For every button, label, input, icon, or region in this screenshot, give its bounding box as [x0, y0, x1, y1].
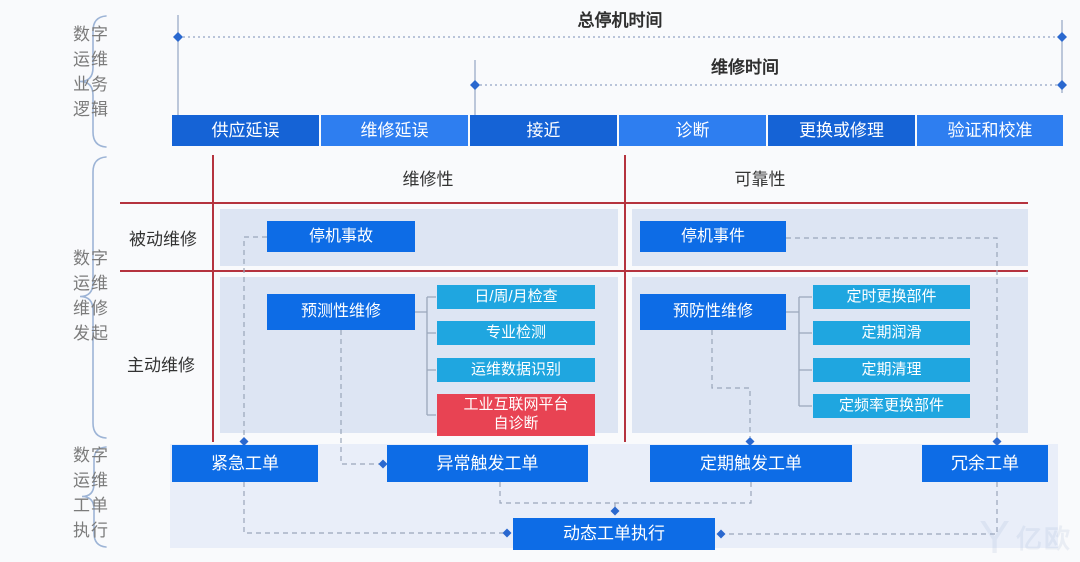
row-label-passive-maintenance: 被动维修	[129, 229, 197, 249]
node-urgent-work-order: 紧急工单	[172, 445, 318, 482]
node-ops-data-recognition: 运维数据识别	[437, 358, 595, 382]
brace-work-order-execution	[81, 446, 107, 548]
node-periodic-trigger-work-order: 定期触发工单	[650, 445, 852, 482]
predictive-tree-connector	[415, 296, 436, 416]
row-label-active-maintenance: 主动维修	[127, 355, 195, 375]
phase-approach: 接近	[470, 115, 617, 146]
brace-repair-initiation	[79, 156, 107, 439]
watermark-text: 亿欧	[1015, 524, 1072, 554]
brace-business-logic	[79, 15, 107, 148]
node-dynamic-work-order-execution: 动态工单执行	[513, 518, 715, 550]
phase-diagnosis: 诊断	[619, 115, 766, 146]
node-periodic-cleaning: 定期清理	[813, 358, 970, 382]
phase-verify-calibrate: 验证和校准	[917, 115, 1063, 146]
node-timed-part-replacement: 定时更换部件	[813, 285, 970, 309]
node-professional-inspection: 专业检测	[437, 321, 595, 345]
watermark-glyph: Y	[979, 511, 1012, 562]
repair-time-title: 维修时间	[711, 57, 779, 77]
phase-repair-delay: 维修延误	[321, 115, 468, 146]
section-label-work-order-execution: 数字 运维 工单 执行	[73, 446, 109, 540]
phase-supply-delay: 供应延误	[172, 115, 319, 146]
node-downtime-accident: 停机事故	[267, 221, 415, 252]
section-label-business-logic: 数字 运维 业务 逻辑	[73, 25, 109, 119]
column-header-reliability: 可靠性	[734, 169, 786, 189]
total-downtime-title: 总停机时间	[577, 10, 663, 30]
node-abnormal-trigger-work-order: 异常触发工单	[387, 445, 588, 482]
node-preventive-maintenance: 预防性维修	[640, 294, 786, 330]
node-redundant-work-order: 冗余工单	[922, 445, 1048, 482]
node-iiot-platform-self-diagnosis: 工业互联网平台 自诊断	[437, 394, 595, 436]
node-periodic-lubrication: 定期润滑	[813, 321, 970, 345]
column-header-maintainability: 维修性	[402, 169, 454, 189]
watermark-logo: Y 亿欧	[979, 511, 1072, 562]
node-predictive-maintenance: 预测性维修	[267, 294, 415, 330]
node-daily-weekly-monthly-check: 日/周/月检查	[437, 285, 595, 309]
node-frequency-part-replacement: 定频率更换部件	[813, 394, 970, 418]
preventive-tree-connector	[786, 296, 812, 407]
section-label-repair-initiation: 数字 运维 维修 发起	[73, 249, 109, 343]
phase-replace-or-repair: 更换或修理	[768, 115, 915, 146]
node-downtime-event: 停机事件	[640, 221, 786, 252]
